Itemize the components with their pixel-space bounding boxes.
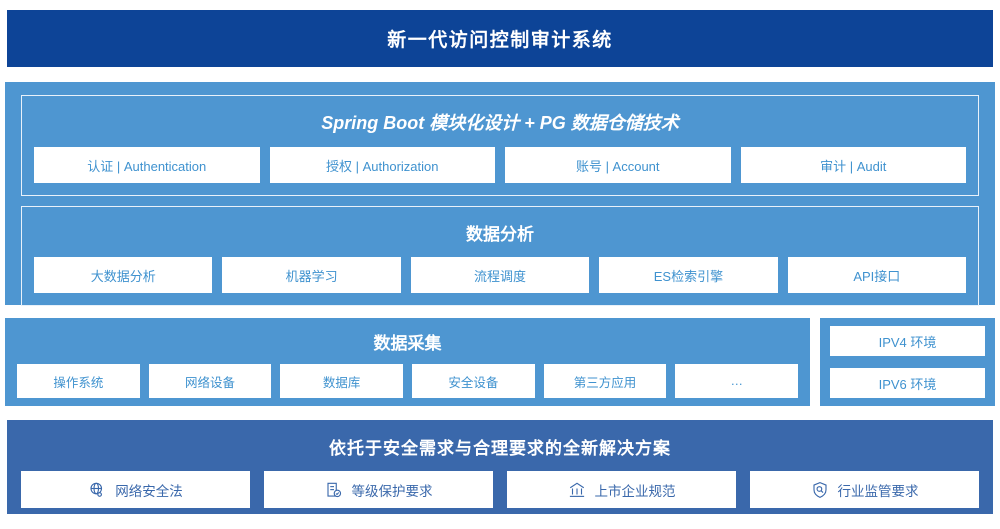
card-database[interactable]: 数据库: [280, 364, 404, 398]
compliance-title: 依托于安全需求与合理要求的全新解决方案: [329, 439, 671, 458]
group-spring-boot: Spring Boot 模块化设计 + PG 数据仓储技术 认证 | Authe…: [21, 95, 979, 196]
platform-panel: Spring Boot 模块化设计 + PG 数据仓储技术 认证 | Authe…: [5, 82, 995, 306]
card-label: 等级保护要求: [351, 483, 433, 499]
page-header: 新一代访问控制审计系统: [7, 10, 993, 67]
card-authentication[interactable]: 认证 | Authentication: [34, 147, 260, 183]
card-row-compliance: 网络安全法 等级保护要求: [21, 471, 979, 508]
card-label: 网络安全法: [115, 483, 183, 499]
card-operating-system[interactable]: 操作系统: [17, 364, 140, 398]
card-classified-protection[interactable]: 等级保护要求: [264, 471, 493, 508]
card-account[interactable]: 账号 | Account: [505, 147, 731, 183]
card-security-device[interactable]: 安全设备: [412, 364, 535, 398]
card-row-data-analysis: 大数据分析 机器学习 流程调度 ES检索引擎 API接口: [34, 257, 967, 293]
group-title-spring-boot: Spring Boot 模块化设计 + PG 数据仓储技术: [321, 113, 679, 133]
card-industry-regulation[interactable]: 行业监管要求: [750, 471, 979, 508]
card-machine-learning[interactable]: 机器学习: [222, 257, 401, 293]
bank-icon: [568, 481, 586, 499]
card-cybersecurity-law[interactable]: 网络安全法: [21, 471, 250, 508]
card-label: 上市企业规范: [594, 483, 676, 499]
card-process-scheduling[interactable]: 流程调度: [410, 257, 590, 293]
shield-search-icon: [811, 481, 829, 499]
group-data-analysis: 数据分析 大数据分析 机器学习 流程调度 ES检索引擎 API接口: [21, 206, 979, 306]
group-title-data-analysis: 数据分析: [466, 225, 534, 244]
card-authorization[interactable]: 授权 | Authorization: [269, 147, 495, 183]
ip-environment-panel: IPV4 环境 IPV6 环境: [820, 318, 995, 406]
card-more-ellipsis[interactable]: …: [675, 364, 799, 398]
globe-icon: [88, 481, 106, 499]
card-label: 行业监管要求: [837, 483, 919, 499]
card-es-search-engine[interactable]: ES检索引擎: [599, 257, 778, 293]
card-big-data-analysis[interactable]: 大数据分析: [34, 257, 213, 293]
card-audit[interactable]: 审计 | Audit: [740, 147, 966, 183]
compliance-panel: 依托于安全需求与合理要求的全新解决方案 网络安全法: [7, 420, 993, 514]
card-third-party-app[interactable]: 第三方应用: [543, 364, 667, 398]
card-listed-enterprise-norms[interactable]: 上市企业规范: [507, 471, 736, 508]
document-check-icon: [325, 481, 343, 499]
page-title: 新一代访问控制审计系统: [387, 30, 613, 51]
card-ipv4-environment[interactable]: IPV4 环境: [830, 326, 985, 356]
group-title-data-collection: 数据采集: [373, 334, 442, 353]
card-api-interface[interactable]: API接口: [787, 257, 967, 293]
card-row-data-collection: 操作系统 网络设备 数据库 安全设备 第三方应用 …: [17, 364, 799, 398]
card-row-spring-boot: 认证 | Authentication 授权 | Authorization 账…: [34, 147, 966, 183]
card-network-device[interactable]: 网络设备: [148, 364, 272, 398]
card-ipv6-environment[interactable]: IPV6 环境: [830, 368, 985, 398]
data-collection-panel: 数据采集 操作系统 网络设备 数据库 安全设备 第三方应用 …: [5, 318, 810, 406]
